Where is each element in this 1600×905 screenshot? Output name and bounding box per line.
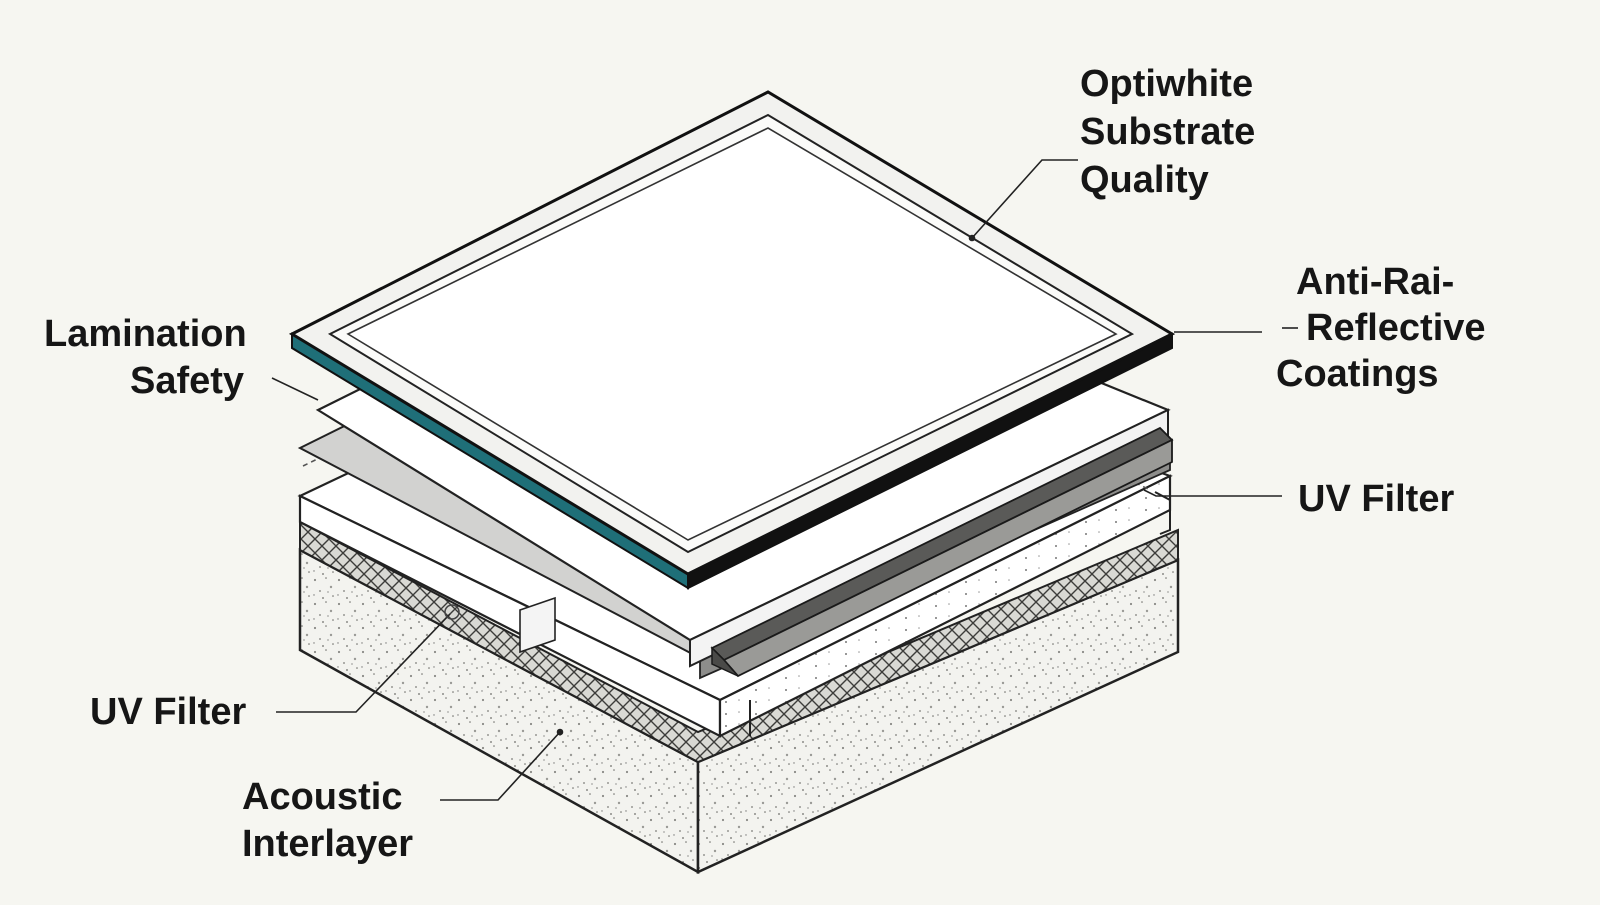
dark-rail (710, 426, 1174, 678)
leader-uv-filter-left-marker (444, 604, 460, 620)
label-acoustic-line-1: Acoustic (242, 776, 402, 818)
leader-uv-filter-left (276, 613, 451, 713)
label-anti-reflective-line-2: Reflective (1306, 307, 1486, 349)
label-lamination-line-1: Lamination (44, 313, 247, 355)
leader-acoustic (440, 731, 561, 801)
mesh-layer (299, 520, 1179, 764)
leader-uv-filter-right (1143, 489, 1282, 497)
label-uv-filter-right: UV Filter (1298, 478, 1454, 520)
top-glass-pane (288, 90, 1176, 590)
label-anti-reflective-line-1: Anti-Rai- (1296, 261, 1454, 303)
label-uv-filter-left: UV Filter (90, 691, 246, 733)
leader-lamination (271, 377, 319, 401)
leader-lines (271, 159, 1298, 801)
label-lamination-line-2: Safety (130, 360, 244, 402)
label-uv-filter-right-line-1: UV Filter (1298, 478, 1454, 520)
leader-optiwhite-dot (968, 234, 976, 242)
rail-end (711, 646, 739, 677)
mesh-layer-face (299, 520, 1179, 764)
lower-slab-step (519, 596, 556, 654)
label-acoustic-line-2: Interlayer (242, 823, 413, 865)
label-anti-reflective-line-3: Coatings (1276, 353, 1439, 395)
label-optiwhite-line-2: Substrate (1080, 111, 1255, 153)
leader-optiwhite (971, 159, 1078, 239)
label-anti-reflective-coatings: Anti-Rai- Reflective Coatings (1276, 261, 1486, 395)
top-pane-glass (346, 127, 1118, 541)
label-optiwhite-substrate-quality: Optiwhite Substrate Quality (1080, 63, 1255, 201)
label-acoustic-interlayer: Acoustic Interlayer (242, 776, 413, 865)
label-uv-filter-left-line-1: UV Filter (90, 691, 246, 733)
label-lamination-safety: Lamination Safety (44, 313, 247, 402)
label-optiwhite-line-1: Optiwhite (1080, 63, 1253, 105)
leader-acoustic-dot (556, 728, 564, 736)
label-optiwhite-line-3: Quality (1080, 159, 1209, 201)
